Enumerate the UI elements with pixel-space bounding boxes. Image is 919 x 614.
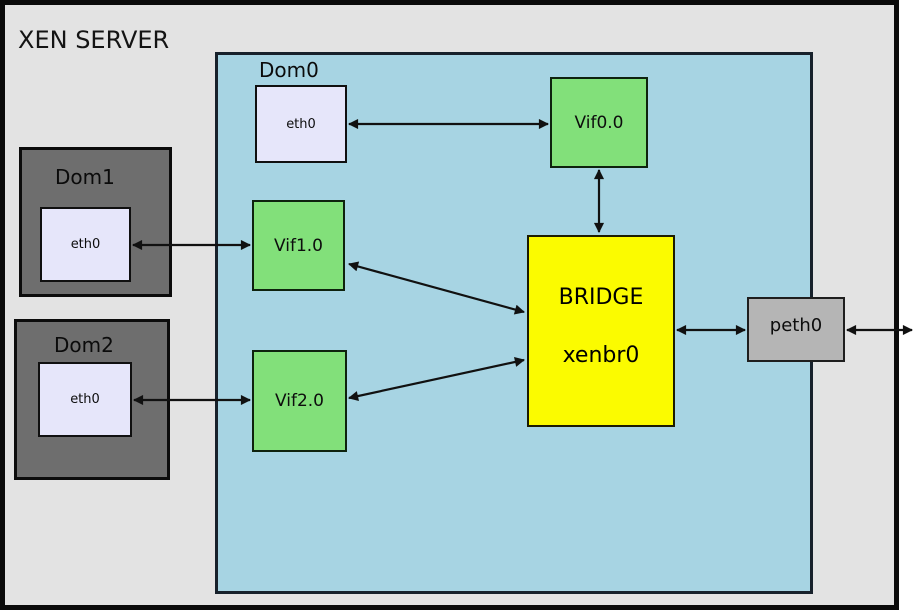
peth0-label: peth0 <box>769 314 823 336</box>
dom2-label: Dom2 <box>54 333 114 357</box>
bridge-box: BRIDGE xenbr0 <box>527 235 675 427</box>
diagram-title: XEN SERVER <box>18 26 170 54</box>
vif2-box: Vif2.0 <box>252 350 347 452</box>
vif0-label: Vif0.0 <box>574 112 624 133</box>
dom0-eth0-box: eth0 <box>255 85 347 163</box>
dom2-eth0-label: eth0 <box>70 392 100 407</box>
dom1-label: Dom1 <box>55 165 115 189</box>
vif2-label: Vif2.0 <box>275 391 324 411</box>
dom0-eth0-label: eth0 <box>286 116 316 132</box>
dom1-eth0-label: eth0 <box>70 237 101 252</box>
bridge-device: xenbr0 <box>562 343 640 368</box>
vif0-box: Vif0.0 <box>550 77 648 168</box>
peth0-box: peth0 <box>747 297 845 362</box>
dom2-eth0-box: eth0 <box>38 362 132 437</box>
vif1-label: Vif1.0 <box>274 235 323 256</box>
dom0-label: Dom0 <box>259 58 319 82</box>
dom1-eth0-box: eth0 <box>40 207 131 282</box>
bridge-name: BRIDGE <box>558 285 644 310</box>
vif1-box: Vif1.0 <box>252 200 345 291</box>
